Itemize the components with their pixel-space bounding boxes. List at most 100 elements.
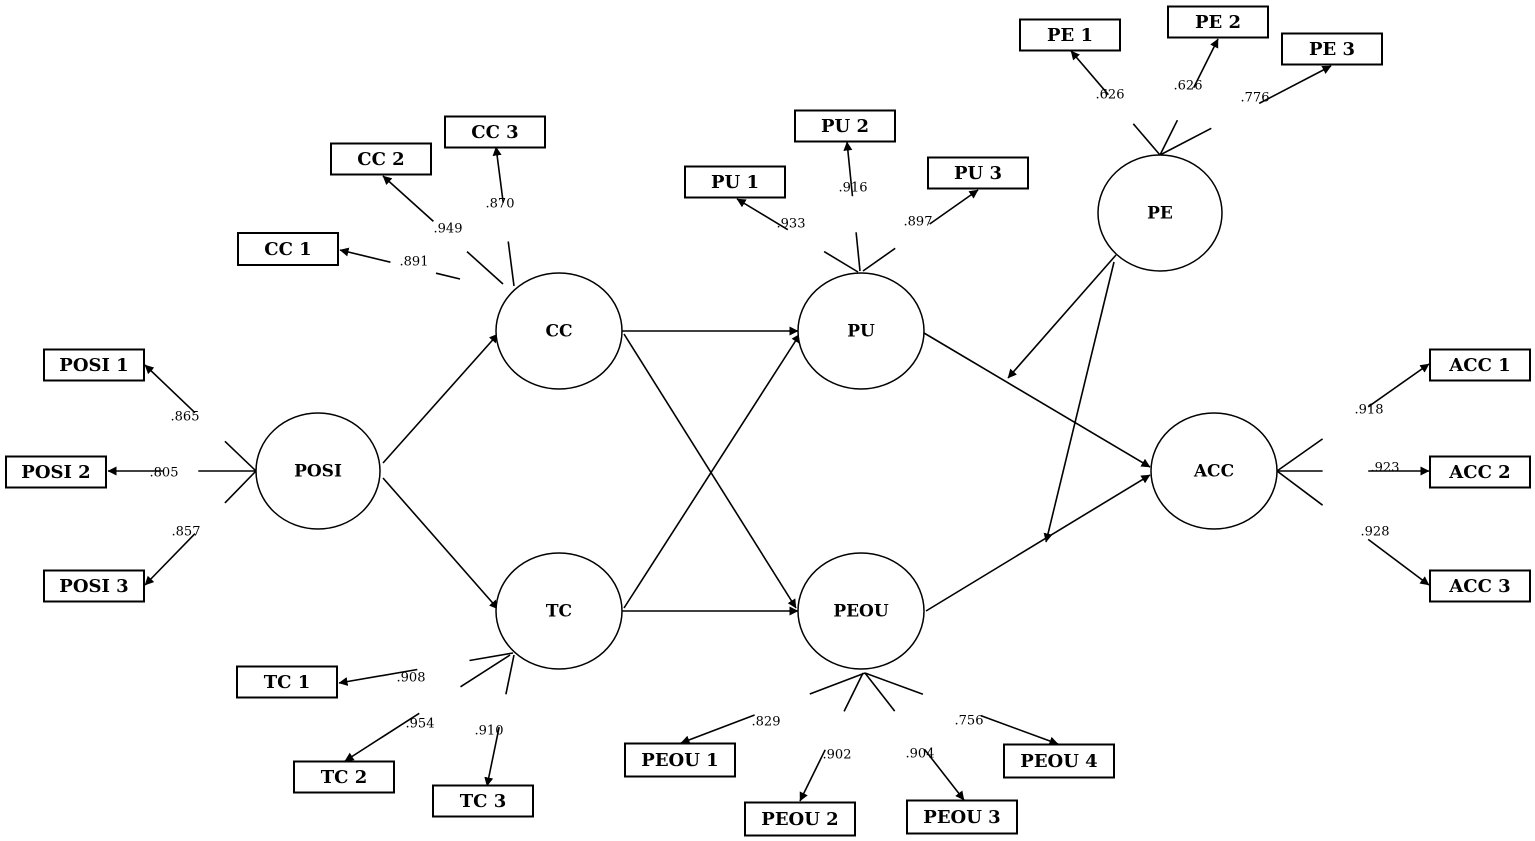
construct-peou: PEOU <box>797 552 925 670</box>
loading-value-tc3: .910 <box>475 724 504 739</box>
indicator-box-posi2: POSI 2 <box>5 455 107 489</box>
indicator-label: PU 1 <box>711 172 759 193</box>
loading-line-pe3 <box>1159 127 1212 156</box>
loading-line-peou3 <box>864 672 896 712</box>
indicator-label: ACC 2 <box>1448 462 1510 483</box>
indicator-rect <box>432 784 534 818</box>
indicator-rect <box>43 348 145 382</box>
construct-label: PE <box>1147 204 1173 224</box>
loading-value-acc2: .923 <box>1371 461 1400 476</box>
loading-arrow-tc3 <box>484 726 500 787</box>
indicator-label: PE 3 <box>1309 39 1355 60</box>
indicator-label: POSI 1 <box>59 355 128 376</box>
loading-arrow-peou1 <box>680 714 755 745</box>
loading-line-tc1 <box>469 652 514 662</box>
indicator-rect <box>330 142 432 176</box>
indicator-box-peou4: PEOU 4 <box>1003 743 1115 779</box>
loading-value-pe2: .626 <box>1174 79 1203 94</box>
loading-value-peou4: .756 <box>955 714 984 729</box>
loading-line-peou1 <box>809 672 866 695</box>
loading-arrow-acc1 <box>1367 363 1430 408</box>
loading-value-posi2: .805 <box>150 466 179 481</box>
loading-line-peou2 <box>843 672 864 712</box>
loading-line-cc2 <box>466 251 504 285</box>
loading-arrow-cc2 <box>382 175 434 222</box>
indicator-rect <box>444 115 546 149</box>
indicator-rect <box>43 569 145 603</box>
loading-arrow-tc1 <box>338 668 418 686</box>
indicator-box-posi3: POSI 3 <box>43 569 145 603</box>
loading-arrow-peou2 <box>799 749 826 802</box>
construct-tc: TC <box>495 552 623 670</box>
indicator-rect <box>1281 32 1383 66</box>
indicator-box-tc3: TC 3 <box>432 784 534 818</box>
loading-arrow-peou3 <box>923 748 965 801</box>
path-posi-to-tc-arrow <box>382 477 499 610</box>
construct-label: ACC <box>1193 462 1234 482</box>
indicator-label: TC 1 <box>264 672 311 693</box>
indicator-rect <box>1003 743 1115 779</box>
loading-value-posi3: .857 <box>172 525 201 540</box>
loading-value-tc1: .908 <box>397 671 426 686</box>
loading-arrow-pu2 <box>843 141 854 197</box>
loading-value-pu1: .933 <box>777 217 806 232</box>
indicator-box-pu3: PU 3 <box>927 156 1029 190</box>
construct-label: PU <box>847 322 875 342</box>
indicator-rect <box>1167 5 1269 39</box>
indicator-box-tc1: TC 1 <box>236 665 338 699</box>
loading-value-tc2: .954 <box>406 717 435 732</box>
loading-line-pu3 <box>862 247 896 272</box>
loading-arrow-pe1 <box>1070 50 1109 96</box>
indicator-box-pe2: PE 2 <box>1167 5 1269 39</box>
construct-circle <box>495 552 623 670</box>
indicator-box-pu2: PU 2 <box>794 109 896 143</box>
indicator-label: PE 2 <box>1195 12 1241 33</box>
construct-circle <box>797 272 925 390</box>
loading-line-pu1 <box>823 250 859 273</box>
loading-value-acc3: .928 <box>1361 525 1390 540</box>
loading-line-pu2 <box>855 232 861 272</box>
indicator-label: ACC 1 <box>1448 355 1510 376</box>
indicator-label: CC 3 <box>471 122 518 143</box>
construct-acc: ACC <box>1150 412 1278 530</box>
loading-arrow-posi1 <box>144 364 196 414</box>
indicator-label: TC 3 <box>460 791 507 812</box>
loading-arrow-peou4 <box>980 714 1059 746</box>
indicator-box-pu1: PU 1 <box>684 165 786 199</box>
construct-label: PEOU <box>833 602 889 622</box>
indicator-label: PU 3 <box>954 163 1002 184</box>
indicator-box-acc3: ACC 3 <box>1429 569 1531 603</box>
path-cc-to-peou-arrow <box>623 333 797 609</box>
indicator-rect <box>1429 569 1531 603</box>
construct-pe: PE <box>1097 154 1223 272</box>
indicator-rect <box>927 156 1029 190</box>
loading-line-tc2 <box>460 654 511 688</box>
loading-line-acc3 <box>1276 470 1324 506</box>
indicator-box-posi1: POSI 1 <box>43 348 145 382</box>
indicator-rect <box>744 801 856 837</box>
path-peou-to-acc-arrow <box>925 474 1151 612</box>
loading-value-peou1: .829 <box>752 715 781 730</box>
indicator-label: PEOU 4 <box>1020 751 1097 772</box>
indicator-box-pe1: PE 1 <box>1019 18 1121 52</box>
indicator-rect <box>1429 348 1531 382</box>
indicator-rect <box>293 760 395 794</box>
indicator-box-pe3: PE 3 <box>1281 32 1383 66</box>
indicator-label: ACC 3 <box>1448 576 1510 597</box>
construct-circle <box>1150 412 1278 530</box>
loading-arrow-cc3 <box>492 146 504 203</box>
indicator-label: POSI 2 <box>21 462 90 483</box>
loading-arrow-acc3 <box>1367 538 1430 586</box>
loading-value-pu2: .916 <box>839 181 868 196</box>
construct-circle <box>1097 154 1223 272</box>
indicator-box-peou1: PEOU 1 <box>624 742 736 778</box>
indicator-box-acc1: ACC 1 <box>1429 348 1531 382</box>
indicator-box-peou2: PEOU 2 <box>744 801 856 837</box>
loading-line-tc3 <box>505 654 515 695</box>
indicator-rect <box>1429 455 1531 489</box>
edges-layer: .865.805.857.891.949.870.908.954.910.933… <box>107 38 1430 802</box>
loading-value-pe1: .626 <box>1096 88 1125 103</box>
indicator-label: POSI 3 <box>59 576 128 597</box>
loading-value-peou3: .904 <box>906 747 935 762</box>
